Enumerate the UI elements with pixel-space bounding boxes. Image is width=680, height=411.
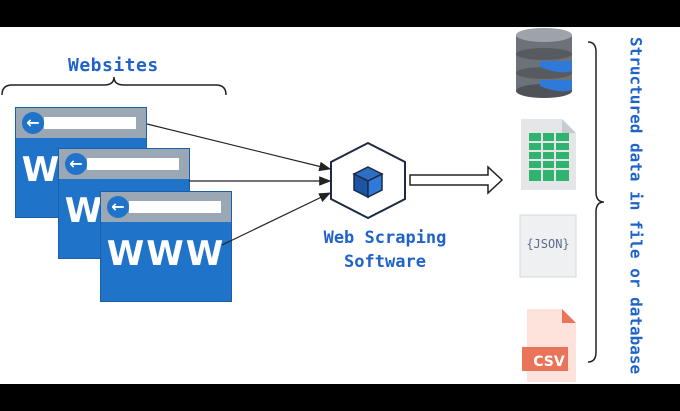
software-label-line1: Web Scraping (323, 228, 447, 248)
database-icon (516, 28, 572, 98)
connector-arrow-1 (146, 123, 332, 172)
cube-icon (330, 141, 406, 220)
website-card-3: ← WWW (100, 191, 232, 302)
url-field (44, 117, 136, 129)
www-text: WWW (106, 234, 226, 274)
output-caption: Structured data in file or database (623, 27, 649, 384)
csv-label: CSV (533, 354, 565, 370)
spreadsheet-icon (521, 119, 576, 190)
csv-file-icon (522, 309, 576, 382)
url-field (87, 158, 179, 170)
software-label-line2: Software (344, 252, 426, 272)
back-arrow-icon: ← (107, 196, 129, 218)
diagram-canvas: Websites ← WWW ← WWW ← WWW (0, 27, 680, 384)
diagram-graphics (1, 28, 605, 382)
output-brace (587, 41, 605, 363)
json-label: {JSON} (526, 237, 570, 251)
url-field (129, 201, 221, 213)
json-file-icon (519, 214, 577, 278)
output-caption-text: Structured data in file or database (626, 36, 646, 375)
software-label: Web Scraping Software (300, 226, 470, 274)
connector-arrow-3 (221, 192, 332, 246)
back-arrow-icon: ← (22, 112, 44, 134)
output-arrow (409, 165, 504, 195)
websites-title: Websites (68, 55, 159, 76)
websites-brace (1, 76, 227, 96)
back-arrow-icon: ← (65, 153, 87, 175)
